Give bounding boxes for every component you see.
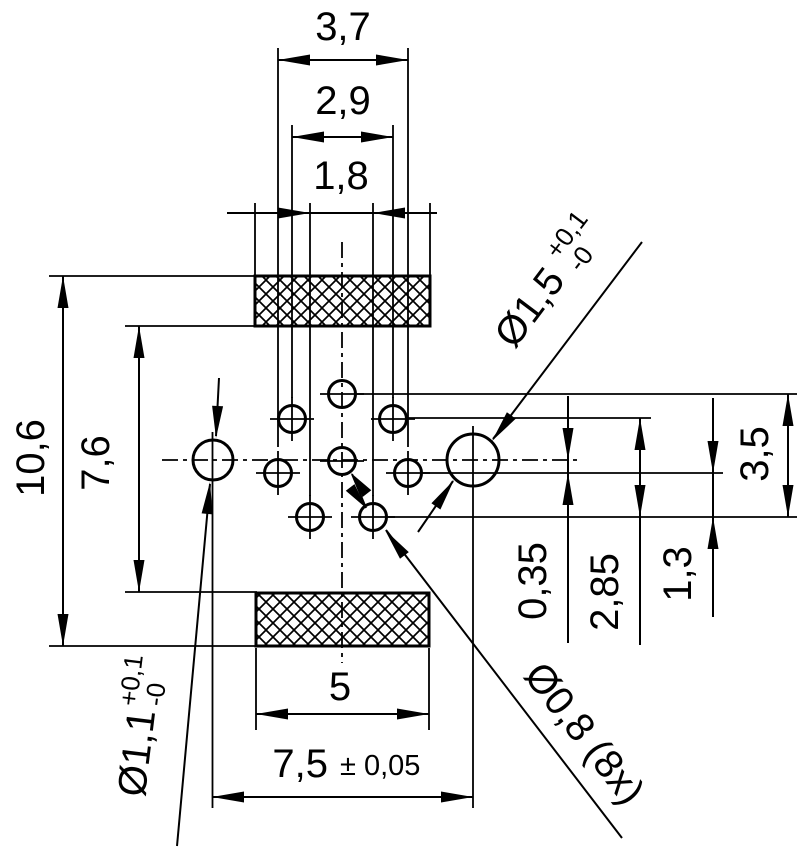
hole-large-left: [191, 438, 235, 482]
hole-small-upper-left: [277, 404, 307, 434]
hole-small-lower-right: [358, 502, 388, 532]
callout-tol-minus: -0: [139, 681, 172, 708]
callout-large-right-hole: Ø1,5 +0,1 -0: [486, 205, 599, 356]
callout-diameter-text: Ø1,1: [110, 707, 164, 798]
hole-small-center: [327, 446, 357, 476]
callout-large-left-hole: Ø1,1 +0,1 -0: [110, 653, 172, 799]
dimension-lines: [62, 59, 789, 798]
dim-vertical-span-label: 3,5: [733, 426, 777, 482]
hole-small-mid-left: [263, 458, 293, 488]
hole-small-upper-right: [378, 404, 408, 434]
dim-center-offset-label: 0,35: [511, 542, 555, 620]
hole-center-crosses: [256, 393, 430, 539]
dim-overall-height-label: 10,6: [9, 419, 53, 497]
hole-small-top: [327, 379, 357, 409]
extension-lines: [49, 48, 797, 808]
holes: [191, 379, 501, 532]
hole-small-lower-left: [295, 502, 325, 532]
dim-inner-height-label: 7,6: [74, 435, 118, 491]
dim-mid-width-label: 2,9: [315, 79, 371, 123]
dim-row-span-label: 2,85: [583, 553, 627, 631]
callout-diameter-text: Ø1,5: [486, 260, 573, 356]
dim-pitch-tolerance-label: ± 0,05: [340, 750, 420, 782]
hole-large-right: [445, 432, 501, 488]
dimension-labels: 3,7 2,9 1,8 5 7,5 ± 0,05 10,6 7,6 0,35 2…: [9, 5, 777, 786]
dim-inner-width-label: 1,8: [313, 154, 369, 198]
dim-pad-width-label: 5: [329, 665, 351, 709]
dim-pitch-label: 7,5: [272, 742, 328, 786]
hole-small-mid-right: [393, 458, 423, 488]
dim-bottom-row-gap-label: 1,3: [656, 546, 700, 602]
callout-tol-plus: +0,1: [113, 653, 149, 708]
dim-outer-width-label: 3,7: [315, 5, 371, 49]
